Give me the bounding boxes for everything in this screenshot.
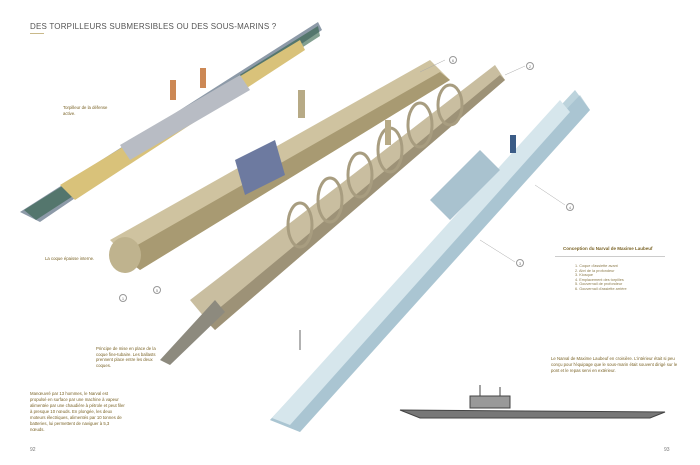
page-number-left: 92 — [30, 447, 36, 453]
legend-title: Conception du Narval de Maxime Laubeuf — [563, 246, 653, 251]
legend-item: 5. Gouvernail de profondeur — [575, 282, 623, 287]
callout-marker: 6 — [449, 56, 457, 64]
caption-principe: Principe de mise en place de la coque fi… — [96, 346, 156, 368]
frame-hull-illustration — [160, 65, 505, 365]
callout-marker: 3 — [516, 259, 524, 267]
inner-hull-illustration — [109, 60, 450, 273]
legend-item: 2. Abri de la profondeur — [575, 268, 615, 273]
title-rule — [30, 33, 44, 34]
callout-marker: 2 — [526, 62, 534, 70]
callout-marker: 5 — [153, 286, 161, 294]
legend-item: 4. Emplacement des torpilles — [575, 277, 624, 282]
caption-coque: La coque épaisse interne. — [45, 256, 95, 261]
torpedo-boat-illustration — [20, 22, 322, 222]
callout-marker: 1 — [119, 294, 127, 302]
callout-marker: 4 — [566, 203, 574, 211]
legend-item: 3. Kiosque — [575, 273, 593, 278]
legend-item: 1. Coque d'assiette avant — [575, 264, 618, 268]
cruising-submarine-sketch — [399, 385, 666, 419]
page-number-right: 93 — [664, 447, 670, 453]
caption-torpilleur: Torpilleur de la défense active. — [63, 105, 108, 116]
legend-list: 1. Coque d'assiette avant 2. Abri de la … — [575, 264, 627, 292]
narval-illustration — [270, 90, 590, 432]
legend-item: 6. Gouvernail d'assiette arrière — [575, 286, 627, 291]
legend-rule — [555, 256, 665, 257]
page-title: DES TORPILLEURS SUBMERSIBLES OU DES SOUS… — [30, 22, 277, 31]
caption-narval-text: Manœuvré par 13 hommes, le Narval est pr… — [30, 391, 125, 432]
caption-croisiere: Le Narval de Maxime Laubeuf en croisière… — [551, 356, 678, 373]
